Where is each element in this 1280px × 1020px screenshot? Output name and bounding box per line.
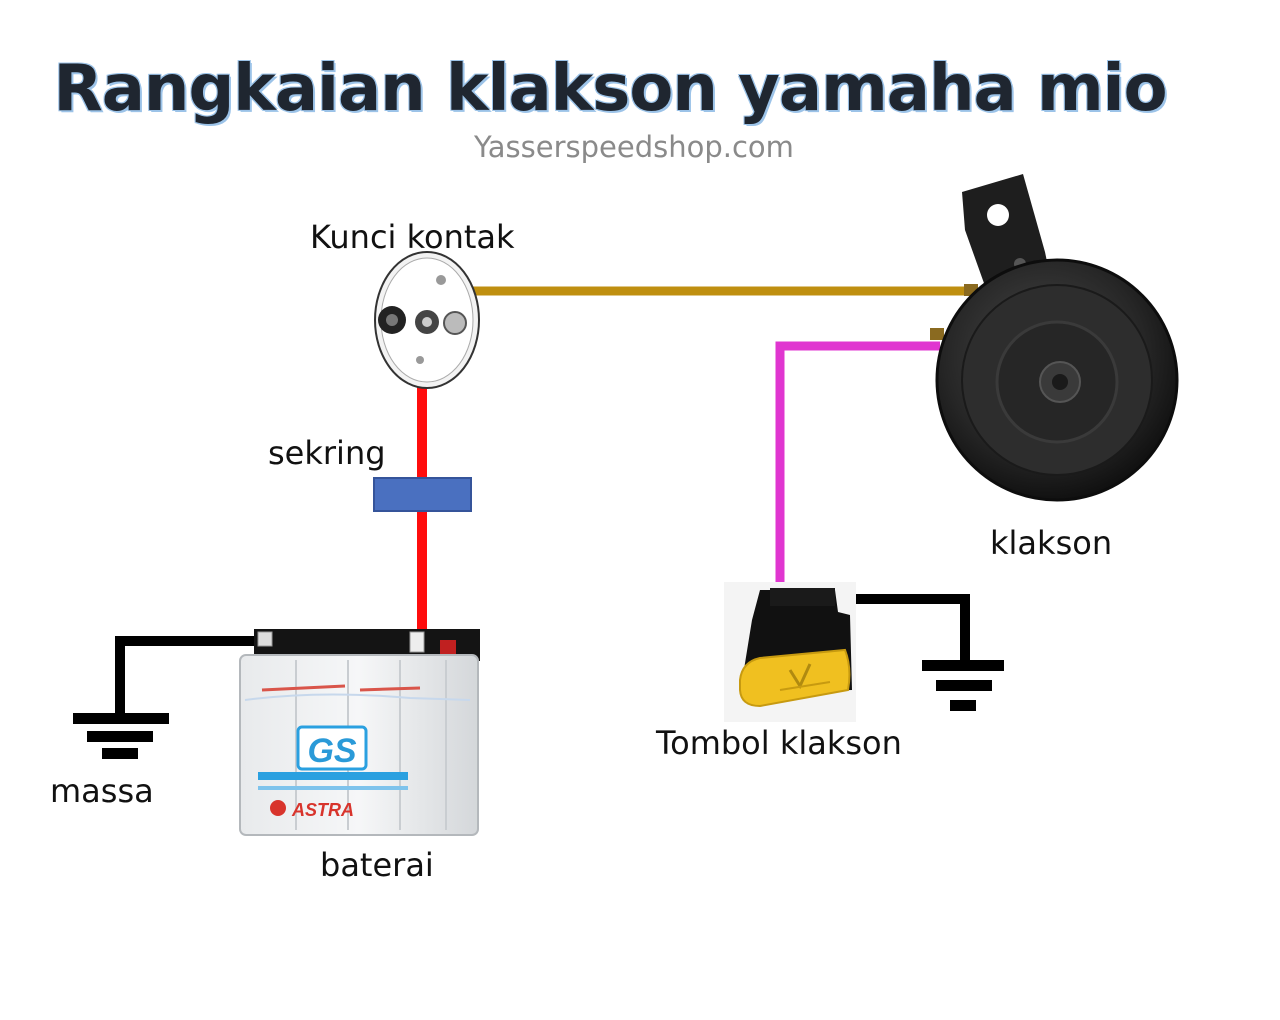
battery-maker-mark: ASTRA bbox=[291, 800, 354, 820]
ground-symbol-icon bbox=[922, 660, 1004, 711]
diagram-subtitle: Yasserspeedshop.com bbox=[474, 130, 794, 164]
battery-brand-mark: GS bbox=[307, 732, 356, 770]
battery-icon: GS ASTRA bbox=[239, 629, 480, 836]
label-fuse: sekring bbox=[268, 434, 386, 472]
label-button: Tombol klakson bbox=[656, 724, 902, 762]
label-battery: baterai bbox=[320, 846, 434, 884]
ignition-switch-icon bbox=[374, 251, 480, 389]
fuse-icon bbox=[373, 477, 472, 512]
diagram-title: Rangkaian klakson yamaha mio bbox=[53, 52, 1167, 126]
wire-button-ground bbox=[835, 594, 970, 665]
horn-icon bbox=[930, 174, 1179, 502]
label-ground: massa bbox=[50, 772, 154, 810]
label-ignition: Kunci kontak bbox=[310, 218, 515, 256]
wire-battery-ground bbox=[115, 636, 258, 718]
ground-symbol-icon bbox=[73, 713, 169, 759]
label-horn: klakson bbox=[990, 524, 1113, 562]
push-button-icon bbox=[724, 582, 856, 722]
wire-horn-to-button bbox=[775, 341, 940, 592]
